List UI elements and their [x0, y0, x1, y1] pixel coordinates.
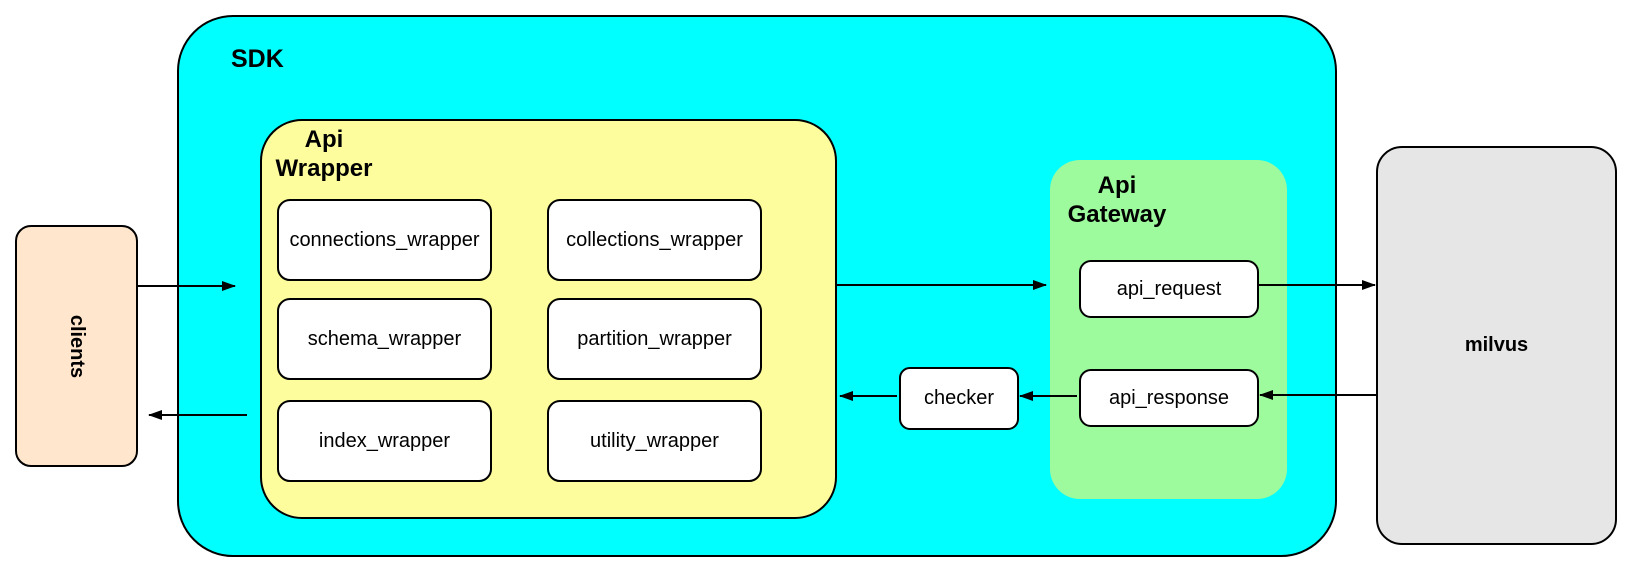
api-wrapper-label: Api Wrapper — [262, 125, 386, 183]
api-gateway-label: Api Gateway — [1056, 171, 1178, 229]
clients-label: clients — [65, 314, 88, 378]
node-collections-wrapper: collections_wrapper — [547, 199, 762, 281]
node-partition-wrapper: partition_wrapper — [547, 298, 762, 380]
sdk-label: SDK — [231, 45, 284, 73]
container-api-wrapper: Api Wrapper connections_wrapper collecti… — [260, 119, 837, 519]
api-wrapper-label-line2: Wrapper — [275, 155, 373, 182]
api-gateway-label-line2: Gateway — [1067, 201, 1167, 228]
node-clients: clients — [15, 225, 138, 467]
node-api-request: api_request — [1079, 260, 1259, 318]
milvus-label: milvus — [1464, 334, 1529, 356]
api-wrapper-label-line1: Api — [304, 126, 344, 153]
api-gateway-label-line1: Api — [1097, 172, 1137, 199]
node-api-response: api_response — [1079, 369, 1259, 427]
node-utility-wrapper: utility_wrapper — [547, 400, 762, 482]
container-api-gateway: Api Gateway api_request api_response — [1050, 160, 1287, 499]
container-sdk: SDK Api Wrapper connections_wrapper coll… — [177, 15, 1337, 557]
node-connections-wrapper: connections_wrapper — [277, 199, 492, 281]
node-index-wrapper: index_wrapper — [277, 400, 492, 482]
node-checker: checker — [899, 367, 1019, 430]
node-schema-wrapper: schema_wrapper — [277, 298, 492, 380]
node-milvus: milvus — [1376, 146, 1617, 545]
